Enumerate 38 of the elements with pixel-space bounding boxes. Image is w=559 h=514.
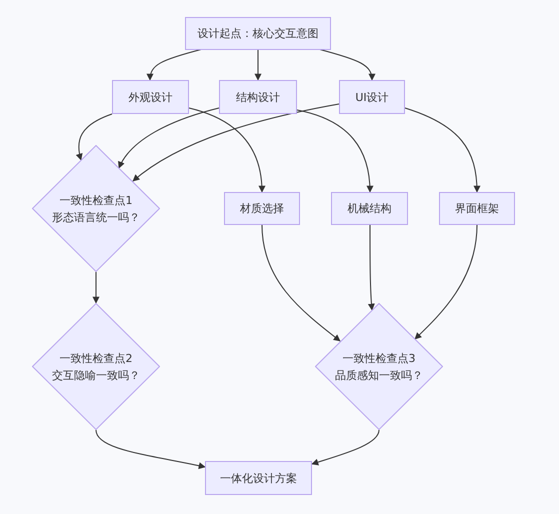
arrow [118, 108, 220, 169]
arrow [368, 224, 375, 311]
arrow [254, 48, 262, 81]
node-label: 一致性检查点2 [60, 350, 132, 366]
node-label: 外观设计 [128, 90, 172, 106]
node-label: 品质感知一致吗？ [335, 368, 423, 384]
node-label: 设计起点：核心交互意图 [198, 26, 318, 42]
node-label: UI设计 [355, 90, 389, 106]
node-label: 一体化设计方案 [220, 470, 297, 486]
node-label: 机械结构 [348, 201, 392, 217]
process-box [331, 192, 408, 225]
arrow [132, 104, 340, 182]
decision-diamond [315, 303, 443, 430]
arrow [92, 272, 100, 304]
arrow [76, 114, 112, 161]
process-box [224, 192, 300, 225]
arrow [96, 430, 206, 470]
node-label: 结构设计 [236, 90, 280, 106]
node-label: 材质选择 [240, 201, 284, 217]
process-box [219, 80, 297, 114]
arrow [404, 108, 480, 193]
arrow [296, 110, 374, 193]
node-label: 界面框架 [455, 201, 499, 217]
arrow [311, 430, 380, 466]
node-label: 交互隐喻一致吗？ [52, 368, 140, 384]
arrow [262, 224, 341, 342]
process-box [205, 461, 312, 495]
decision-diamond [32, 145, 160, 272]
arrow [414, 224, 478, 340]
process-box [339, 80, 405, 114]
arrow [188, 108, 266, 193]
node-label: 一致性检查点1 [60, 192, 132, 208]
decision-diamond [32, 303, 160, 430]
process-box [112, 80, 189, 114]
node-label: 一致性检查点3 [342, 350, 416, 366]
process-box [185, 17, 331, 50]
node-label: 形态语言统一吗？ [52, 210, 140, 226]
process-box [439, 192, 515, 225]
